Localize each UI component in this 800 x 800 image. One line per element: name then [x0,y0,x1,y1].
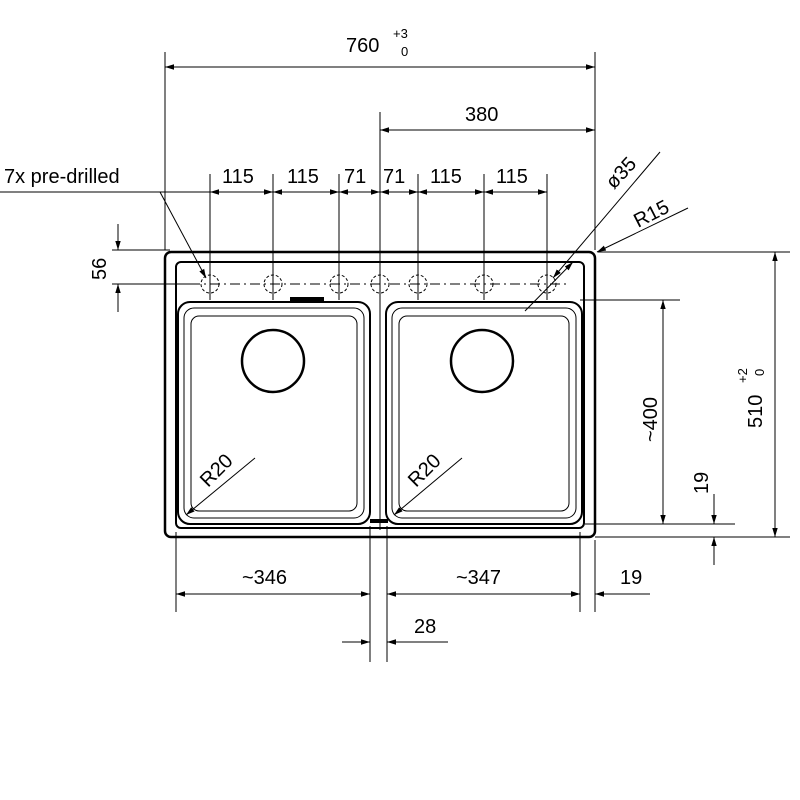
dim-spacing-5: 115 [430,166,462,188]
divider-slot [370,519,388,523]
right-bowl [385,301,583,525]
left-drain-icon [240,328,306,394]
predrilled-note: 7x pre-drilled [4,166,120,188]
predrilled-arrow [159,191,207,279]
dim-spacing-2: 115 [287,166,319,188]
dim-spacing-6: 115 [496,166,528,188]
dim-overall-depth: 510 [745,395,767,428]
left-bowl [177,301,371,525]
dim-right-bowl-width: ~347 [456,567,501,589]
dim-hole-diameter: ø35 [602,153,642,193]
overflow-slot [290,297,324,302]
dim-overall-width: 760 [346,35,379,57]
dim-spacing-3: 71 [344,166,366,188]
dim-right-margin: 19 [620,567,642,589]
right-bowl-radius-leader [393,457,463,516]
left-bowl-radius-leader [185,457,256,516]
hole-diameter-leader [552,151,661,279]
dim-overall-width-tol-lower: 0 [401,44,408,59]
dim-bowl-depth: ~400 [640,397,662,442]
dim-corner-radius-bowl-left: R20 [196,450,238,492]
outer-radius-leader [596,207,689,253]
dim-corner-radius-outer: R15 [630,196,673,232]
dim-bottom-margin: 19 [691,472,713,494]
dim-overall-depth-tol-upper: +2 [735,368,750,383]
dim-overall-width-tol-upper: +3 [393,26,408,41]
dim-left-bowl-width: ~346 [242,567,287,589]
dim-half-width: 380 [465,104,498,126]
dim-overall-depth-tol-lower: 0 [752,369,767,376]
dim-hole-offset: 56 [89,258,111,280]
dim-corner-radius-bowl-right: R20 [404,450,446,492]
dim-spacing-4: 71 [383,166,405,188]
dim-spacing-1: 115 [222,166,254,188]
right-drain-icon [449,328,515,394]
dim-divider-width: 28 [414,616,436,638]
inner-corner-leader [524,261,574,312]
